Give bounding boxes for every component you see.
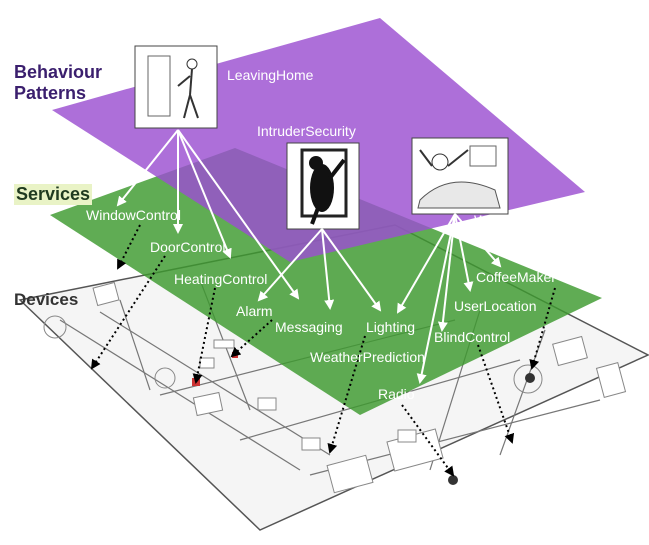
pattern-label-waking-up: WakingUp bbox=[474, 212, 538, 228]
service-labels: WindowControl DoorControl HeatingControl… bbox=[86, 207, 556, 402]
pattern-service-arrows bbox=[116, 129, 502, 384]
service-user-location: UserLocation bbox=[454, 298, 537, 314]
service-radio: Radio bbox=[378, 386, 415, 402]
waking-up-illustration bbox=[411, 137, 509, 215]
pattern-label-intruder-security: IntruderSecurity bbox=[257, 123, 356, 139]
layer-title-devices: Devices bbox=[14, 290, 79, 309]
intruder-security-illustration bbox=[286, 142, 360, 230]
layer-title-patterns-line1: Behaviour bbox=[14, 62, 103, 82]
pattern-label-leaving-home: LeavingHome bbox=[227, 67, 314, 83]
services-plane bbox=[50, 148, 602, 415]
service-coffee-maker: CoffeeMaker bbox=[476, 269, 556, 285]
service-alarm: Alarm bbox=[236, 303, 273, 319]
layer-title-behaviour-patterns: Behaviour Patterns bbox=[14, 62, 102, 104]
service-door-control: DoorControl bbox=[150, 239, 225, 255]
layer-title-services: Services bbox=[14, 184, 93, 205]
service-weather-prediction: WeatherPrediction bbox=[310, 349, 425, 365]
service-heating-control: HeatingControl bbox=[174, 271, 267, 287]
leaving-home-illustration bbox=[134, 45, 218, 129]
layer-title-patterns-line2: Patterns bbox=[14, 83, 87, 103]
service-window-control: WindowControl bbox=[86, 207, 181, 223]
service-device-arrows bbox=[90, 224, 556, 477]
service-lighting: Lighting bbox=[366, 319, 415, 335]
service-messaging: Messaging bbox=[275, 319, 343, 335]
service-blind-control: BlindControl bbox=[434, 329, 510, 345]
